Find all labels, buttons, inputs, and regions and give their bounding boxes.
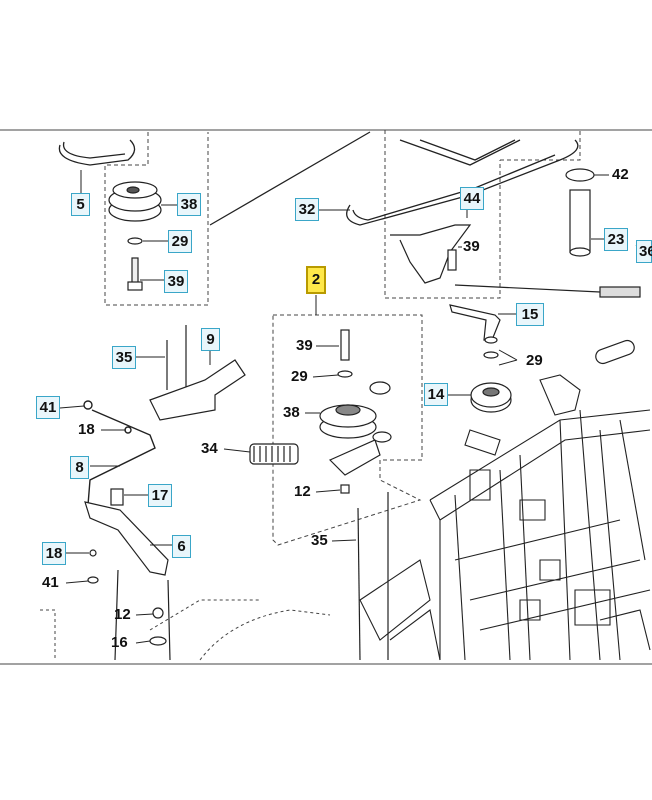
right-bracket-box <box>500 130 581 161</box>
callout-23: 23 <box>604 228 628 251</box>
callout-6: 6 <box>172 535 191 558</box>
callout-29-left: 29 <box>168 230 192 253</box>
left-pulley-assembly <box>108 181 162 291</box>
callout-36: 36 <box>636 240 652 263</box>
right-arm-group-box <box>384 130 501 299</box>
callout-32: 32 <box>295 198 319 221</box>
lever-8 <box>83 400 156 506</box>
label-29-center: 29 <box>291 368 308 385</box>
label-16: 16 <box>111 634 128 651</box>
callout-8: 8 <box>70 456 89 479</box>
lower-left-details <box>40 599 331 661</box>
callout-2-highlighted: 2 <box>306 266 326 294</box>
callout-18-bottom: 18 <box>42 542 66 565</box>
label-18-top: 18 <box>78 421 95 438</box>
label-35-center: 35 <box>311 532 328 549</box>
spring-34 <box>249 443 299 465</box>
callout-14: 14 <box>424 383 448 406</box>
label-34: 34 <box>201 440 218 457</box>
label-39-right: 39 <box>463 238 480 255</box>
bracket-6 <box>84 488 171 661</box>
center-idler-group-box <box>272 314 423 546</box>
label-42: 42 <box>612 166 629 183</box>
callout-35-left: 35 <box>112 346 136 369</box>
label-39-center: 39 <box>296 337 313 354</box>
bracket-9-assembly <box>149 325 246 421</box>
leader-lines <box>59 170 641 644</box>
callout-9: 9 <box>201 328 220 351</box>
label-12-center: 12 <box>294 483 311 500</box>
label-29-right: 29 <box>526 352 543 369</box>
label-12-left: 12 <box>114 606 131 623</box>
callout-41-top: 41 <box>36 396 60 419</box>
chassis-frame <box>359 374 651 661</box>
callout-5: 5 <box>71 193 90 216</box>
label-41-bottom: 41 <box>42 574 59 591</box>
center-idler-assembly <box>319 329 392 661</box>
callout-15: 15 <box>516 303 544 326</box>
callout-44: 44 <box>460 187 484 210</box>
right-assembly <box>390 168 641 413</box>
callout-38-left: 38 <box>177 193 201 216</box>
callout-17: 17 <box>148 484 172 507</box>
label-38-center: 38 <box>283 404 300 421</box>
callout-39-left: 39 <box>164 270 188 293</box>
